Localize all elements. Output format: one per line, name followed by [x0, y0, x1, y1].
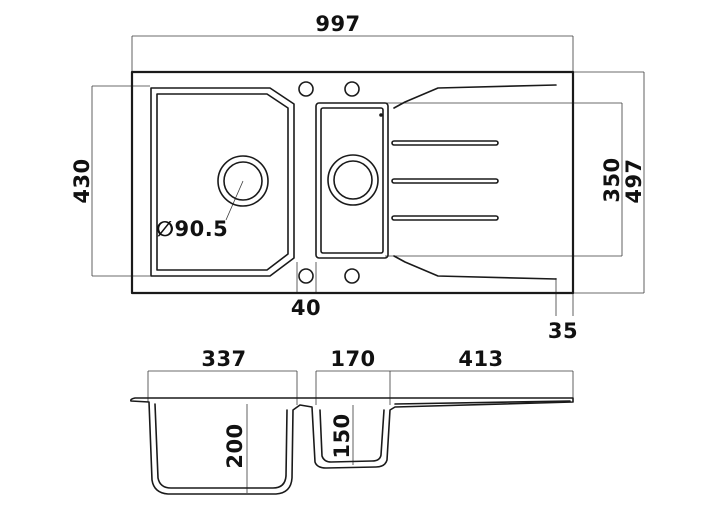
- dimension-large-bowl-width: 337: [201, 347, 246, 371]
- sink-profile-inner: [154, 403, 288, 489]
- top-view-dimension-lines: [91, 35, 645, 316]
- sink-outline: [130, 70, 575, 295]
- dimension-bowl-gap: 40: [291, 296, 321, 320]
- large-bowl-inner: [156, 93, 289, 271]
- small-bowl-drain: [327, 154, 379, 206]
- drainer-board: [393, 84, 557, 109]
- sink-profile-outer: [130, 397, 574, 495]
- tap-hole-bottom-left: [298, 268, 314, 284]
- dimension-small-bowl-depth: 150: [330, 413, 354, 458]
- small-bowl-profile-inner: [319, 409, 385, 463]
- overflow-dot: [379, 113, 383, 117]
- dimension-overall-length: 997: [315, 12, 360, 36]
- small-bowl-inner: [320, 107, 384, 254]
- top-view: 997 430 350 497 ∅90.5 40 35: [70, 12, 646, 343]
- small-bowl-outer: [315, 102, 389, 259]
- dimension-small-bowl-width: 170: [330, 347, 375, 371]
- dimension-edge-offset: 35: [548, 319, 578, 343]
- tap-hole-top-right: [344, 81, 360, 97]
- dimension-drain-diameter: ∅90.5: [156, 217, 228, 241]
- dimension-drainer-length: 413: [458, 347, 503, 371]
- tap-hole-top-left: [298, 81, 314, 97]
- large-bowl-outer: [150, 87, 295, 277]
- drainer-profile-line: [394, 400, 571, 405]
- dimension-bowl-depth: 430: [70, 158, 94, 203]
- section-view: 337 170 413 200 150: [130, 347, 574, 495]
- section-view-dimension-lines: [147, 370, 574, 493]
- dimension-overall-depth: 497: [622, 158, 646, 203]
- dimension-small-bowl-depth: 350: [600, 157, 624, 202]
- drainer-board-lower: [393, 255, 557, 280]
- tap-hole-bottom-right: [344, 268, 360, 284]
- dimension-large-bowl-depth: 200: [223, 423, 247, 468]
- drainer-grooves: [391, 140, 499, 221]
- large-bowl-drain: [217, 155, 269, 207]
